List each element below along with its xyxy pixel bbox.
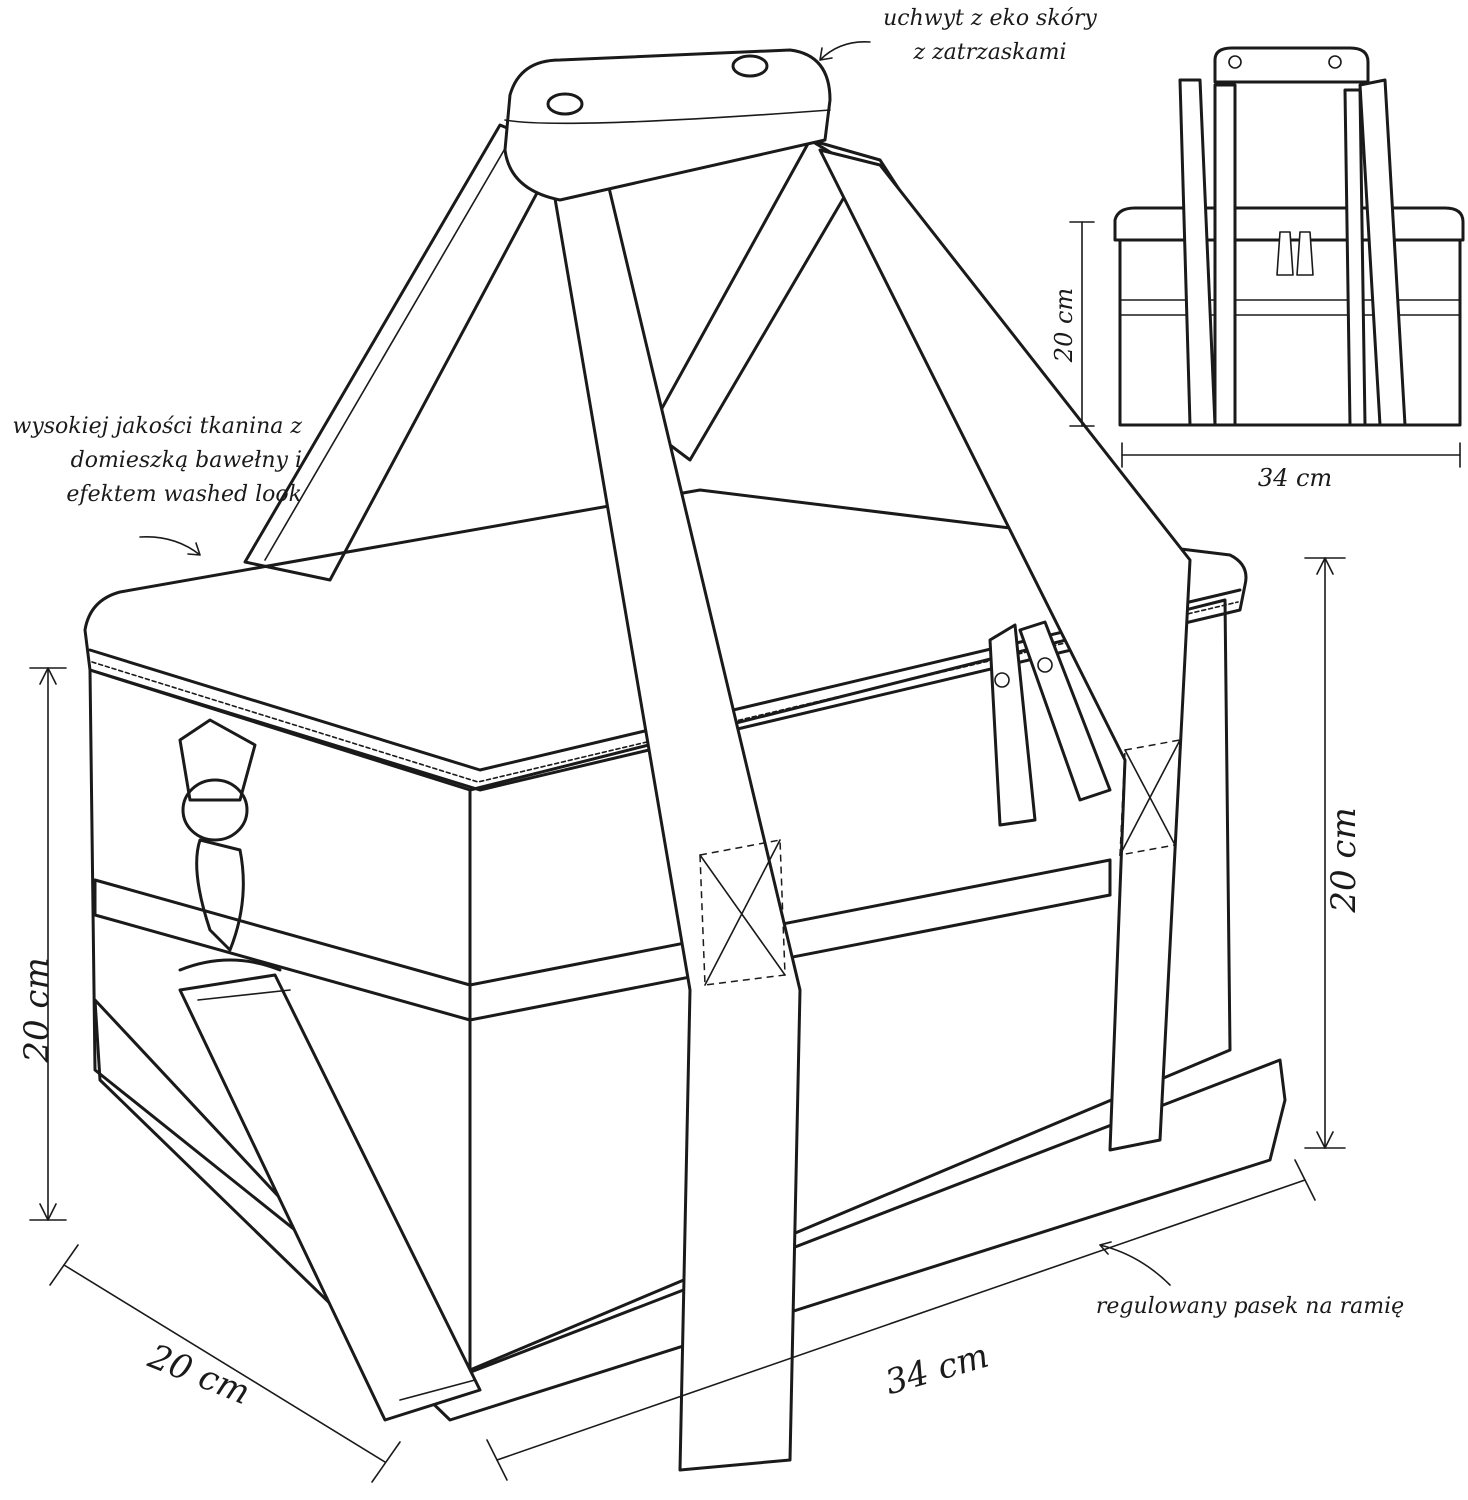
callout-handle: uchwyt z eko skóry z zatrzaskami	[860, 2, 1120, 70]
thumb-length-label: 34 cm	[1258, 464, 1332, 492]
main-height-right-label: 20 cm	[1324, 807, 1364, 913]
callout-strap-text: regulowany pasek na ramię	[1095, 1294, 1405, 1319]
thumb-height-label: 20 cm	[1050, 288, 1078, 363]
snap-button-icon	[1328, 55, 1342, 69]
callout-fabric-line-2: domieszką bawełny i	[70, 448, 302, 473]
dimension-lines	[29, 41, 1346, 1483]
callout-strap: regulowany pasek na ramię	[1090, 1290, 1410, 1324]
snap-button-icon	[731, 54, 769, 78]
main-bag	[83, 48, 1287, 1472]
carabiner-icon	[195, 838, 245, 952]
callout-handle-line-2: z zatrzaskami	[913, 40, 1067, 65]
front-panel	[468, 598, 1232, 1372]
zipper-band	[88, 588, 1242, 772]
leather-handle	[503, 48, 832, 202]
callout-arrow-handle	[819, 41, 871, 61]
main-height-left-label: 20 cm	[17, 957, 57, 1063]
callout-handle-line-1: uchwyt z eko skóry	[883, 6, 1097, 31]
callout-fabric-line-1: wysokiej jakości tkanina z	[12, 414, 302, 439]
mid-seam	[93, 858, 1112, 1022]
zipper-pulls	[988, 620, 1112, 827]
thumbnail-view	[1069, 46, 1465, 468]
snap-button-icon	[546, 92, 584, 116]
callout-fabric: wysokiej jakości tkanina z domieszką baw…	[2, 410, 302, 512]
callout-arrow-strap	[1099, 1241, 1171, 1286]
callout-arrow-fabric	[139, 536, 201, 556]
callout-fabric-line-3: efektem washed look	[66, 482, 302, 507]
top-lid	[83, 488, 1248, 792]
shoulder-strap	[178, 718, 482, 1422]
snap-button-icon	[1228, 55, 1242, 69]
main-length-label: 34 cm	[881, 1336, 993, 1403]
